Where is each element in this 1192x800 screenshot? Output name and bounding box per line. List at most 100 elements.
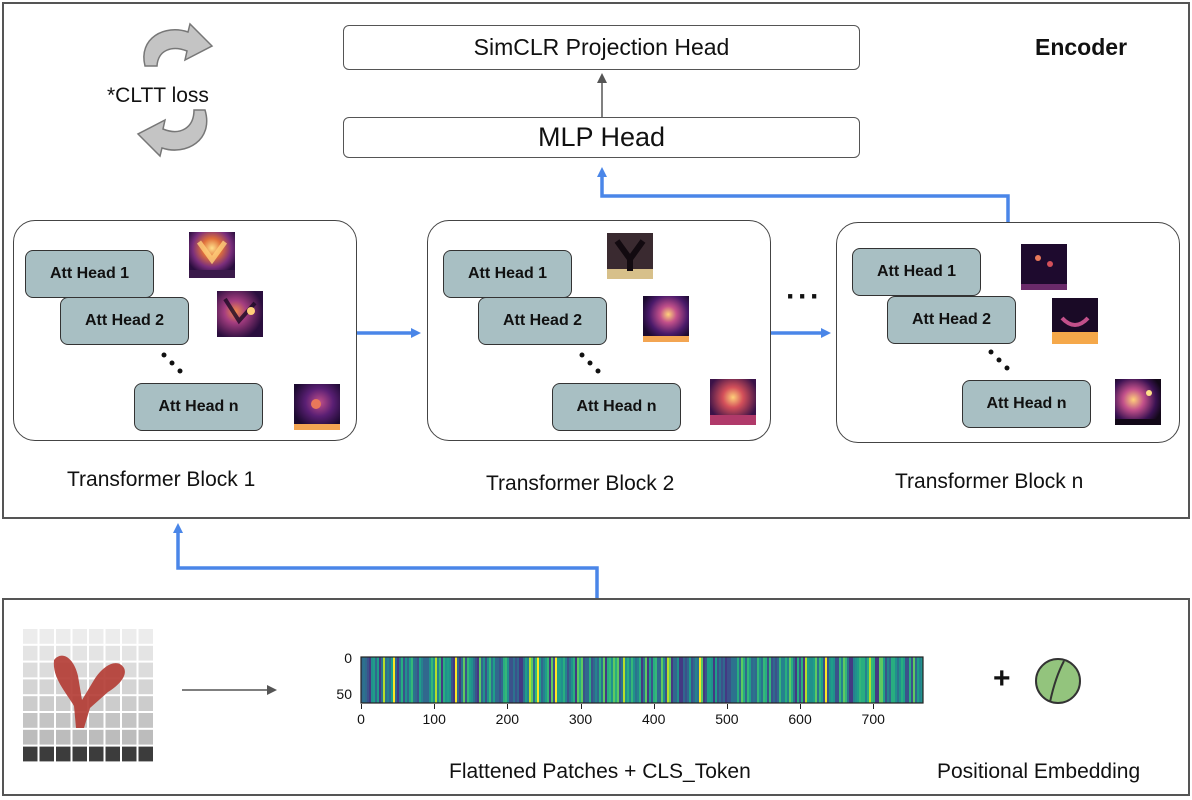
heatmap-stripe: [373, 657, 376, 703]
heatmap-stripe: [679, 657, 682, 703]
heatmap-stripe: [677, 657, 680, 703]
x-tick-mark: [653, 704, 655, 709]
att-head-1-block-2: Att Head 1: [443, 250, 572, 298]
heatmap-stripe: [797, 657, 800, 703]
heatmap-stripe: [443, 657, 446, 703]
heatmap-stripe: [499, 657, 502, 703]
heatmap-stripe: [615, 657, 618, 703]
vertical-ellipsis-icon: [988, 349, 1010, 371]
heatmap-stripe: [651, 657, 654, 703]
heatmap-stripe: [783, 657, 786, 703]
patch-cell: [105, 696, 120, 711]
positional-embedding-caption: Positional Embedding: [937, 760, 1141, 783]
heatmap-stripe: [907, 657, 910, 703]
heatmap-stripe: [469, 657, 472, 703]
heatmap-stripe: [719, 657, 722, 703]
heatmap-stripe: [633, 657, 636, 703]
att-head-n-block-n: Att Head n: [962, 380, 1091, 428]
heatmap-stripe: [647, 657, 650, 703]
heatmap-stripe: [599, 657, 602, 703]
heatmap-stripe: [459, 657, 462, 703]
heatmap-stripe: [675, 657, 678, 703]
heatmap-stripe: [789, 657, 792, 703]
attention-map-image: [1052, 298, 1098, 344]
heatmap-stripe: [865, 657, 868, 703]
heatmap-stripe: [705, 657, 708, 703]
heatmap-stripe: [545, 657, 548, 703]
heatmap-stripe: [587, 657, 590, 703]
heatmap-stripe: [721, 657, 724, 703]
heatmap-stripe: [685, 657, 688, 703]
positional-embedding-icon: [1035, 658, 1081, 704]
heatmap-stripe: [879, 657, 882, 703]
heatmap-stripe: [489, 657, 492, 703]
heatmap-stripe: [479, 657, 482, 703]
heatmap-stripe: [433, 657, 436, 703]
y-tick-50: 50: [336, 686, 352, 702]
heatmap-stripe: [833, 657, 836, 703]
patch-cell: [122, 696, 137, 711]
heatmap-stripe: [861, 657, 864, 703]
x-tick-label: 700: [861, 711, 885, 727]
heatmap-stripe: [767, 657, 770, 703]
heatmap-stripe: [871, 657, 874, 703]
heatmap-stripe: [813, 657, 816, 703]
heatmap-stripe: [407, 657, 410, 703]
transformer-block-1-caption: Transformer Block 1: [67, 468, 256, 491]
heatmap-stripe: [509, 657, 512, 703]
heatmap-stripe: [757, 657, 760, 703]
heatmap-stripe: [559, 657, 562, 703]
heatmap-stripe: [703, 657, 706, 703]
heatmap-stripe: [413, 657, 416, 703]
patch-cell: [56, 713, 71, 728]
heatmap-stripe: [665, 657, 668, 703]
patch-cell: [39, 645, 54, 661]
heatmap-stripe: [913, 657, 916, 703]
heatmap-stripe: [873, 657, 876, 703]
heatmap-stripe: [825, 657, 828, 703]
patch-cell: [23, 629, 38, 644]
heatmap-stripe: [911, 657, 914, 703]
heatmap-stripe: [891, 657, 894, 703]
heatmap-stripe: [801, 657, 804, 703]
att-head-2-block-2: Att Head 2: [478, 297, 607, 345]
heatmap-stripe: [827, 657, 830, 703]
flattened-patches-heatmap: [360, 656, 924, 704]
patch-cell: [23, 645, 38, 661]
heatmap-stripe: [607, 657, 610, 703]
attention-map-image: [294, 384, 340, 430]
heatmap-stripe: [493, 657, 496, 703]
x-tick-mark: [361, 704, 362, 709]
heatmap-stripe: [755, 657, 758, 703]
heatmap-stripe: [629, 657, 632, 703]
heatmap-stripe: [471, 657, 474, 703]
patch-cell: [122, 729, 137, 745]
patch-cell: [105, 629, 120, 644]
heatmap-stripe: [533, 657, 536, 703]
heatmap-stripe: [601, 657, 604, 703]
heatmap-stripe: [661, 657, 664, 703]
heatmap-stripe: [843, 657, 846, 703]
heatmap-stripe: [403, 657, 406, 703]
heatmap-stripe: [847, 657, 850, 703]
heatmap-stripe: [749, 657, 752, 703]
att-head-1-block-1: Att Head 1: [25, 250, 154, 298]
patch-cell: [138, 645, 153, 661]
heatmap-stripe: [667, 657, 670, 703]
flattened-patches-caption: Flattened Patches + CLS_Token: [449, 760, 751, 783]
heatmap-stripe: [659, 657, 662, 703]
vertical-ellipsis-icon: [161, 352, 183, 374]
heatmap-stripe: [851, 657, 854, 703]
heatmap-stripe: [447, 657, 450, 703]
attention-map-image: [1115, 379, 1161, 425]
heatmap-stripe: [785, 657, 788, 703]
patch-cell: [89, 645, 104, 661]
heatmap-stripe: [747, 657, 750, 703]
heatmap-stripe: [753, 657, 756, 703]
heatmap-stripe: [621, 657, 624, 703]
heatmap-stripe: [389, 657, 392, 703]
heatmap-stripe: [805, 657, 808, 703]
heatmap-stripe: [739, 657, 742, 703]
heatmap-stripe: [431, 657, 434, 703]
patch-cell: [122, 746, 137, 762]
